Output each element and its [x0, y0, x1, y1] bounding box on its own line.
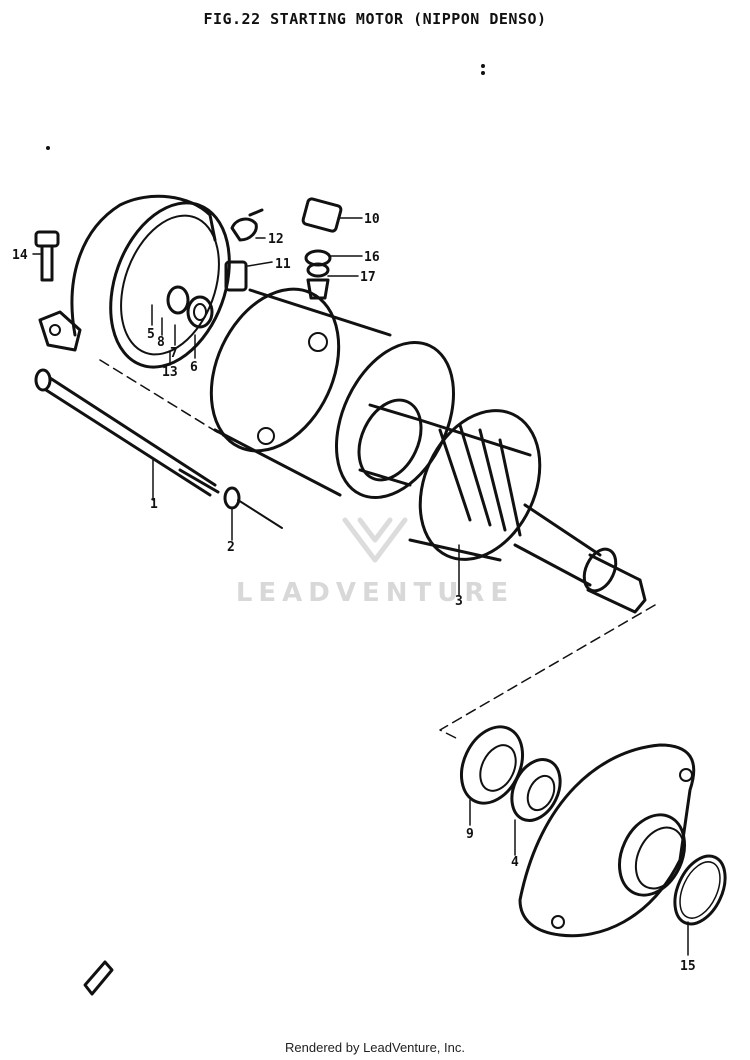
watermark-logo	[342, 517, 408, 563]
bearing-and-seal	[460, 725, 562, 822]
callout-7: 7	[170, 346, 178, 361]
brush-washers	[166, 260, 248, 329]
leader-lines	[32, 217, 689, 956]
small-part-icon	[83, 960, 114, 996]
washer-2	[223, 486, 283, 529]
callout-9: 9	[466, 827, 474, 842]
o-ring-15	[673, 854, 727, 926]
bolt-14	[34, 230, 60, 282]
brush-parts	[230, 197, 343, 300]
yoke-housing	[209, 287, 455, 499]
watermark-text: LEADVENTURE	[235, 578, 515, 608]
rear-end-cover	[38, 194, 231, 369]
assembly-lines	[99, 359, 656, 741]
callout-6: 6	[190, 360, 198, 375]
callout-1: 1	[150, 497, 158, 512]
misc-dots	[46, 64, 485, 150]
callout-5: 5	[147, 327, 155, 342]
front-end-cover	[518, 743, 696, 938]
callout-10: 10	[364, 212, 380, 227]
callout-17: 17	[360, 270, 376, 285]
callout-13: 13	[162, 365, 178, 380]
callout-11: 11	[275, 257, 291, 272]
callout-3: 3	[455, 594, 463, 609]
through-bolt	[34, 368, 220, 497]
footer-credit: Rendered by LeadVenture, Inc.	[285, 1040, 465, 1055]
armature	[357, 398, 647, 614]
callout-15: 15	[680, 959, 696, 974]
callout-8: 8	[157, 335, 165, 350]
callout-12: 12	[268, 232, 284, 247]
callout-14: 14	[12, 248, 28, 263]
callout-16: 16	[364, 250, 380, 265]
callout-2: 2	[227, 540, 235, 555]
figure-title: FIG.22 STARTING MOTOR (NIPPON DENSO)	[203, 10, 547, 28]
callout-4: 4	[511, 855, 519, 870]
callout-labels: 1 2 3 4 5 6 7 8 9 10 11 12 13 14 15 16 1…	[12, 212, 696, 974]
